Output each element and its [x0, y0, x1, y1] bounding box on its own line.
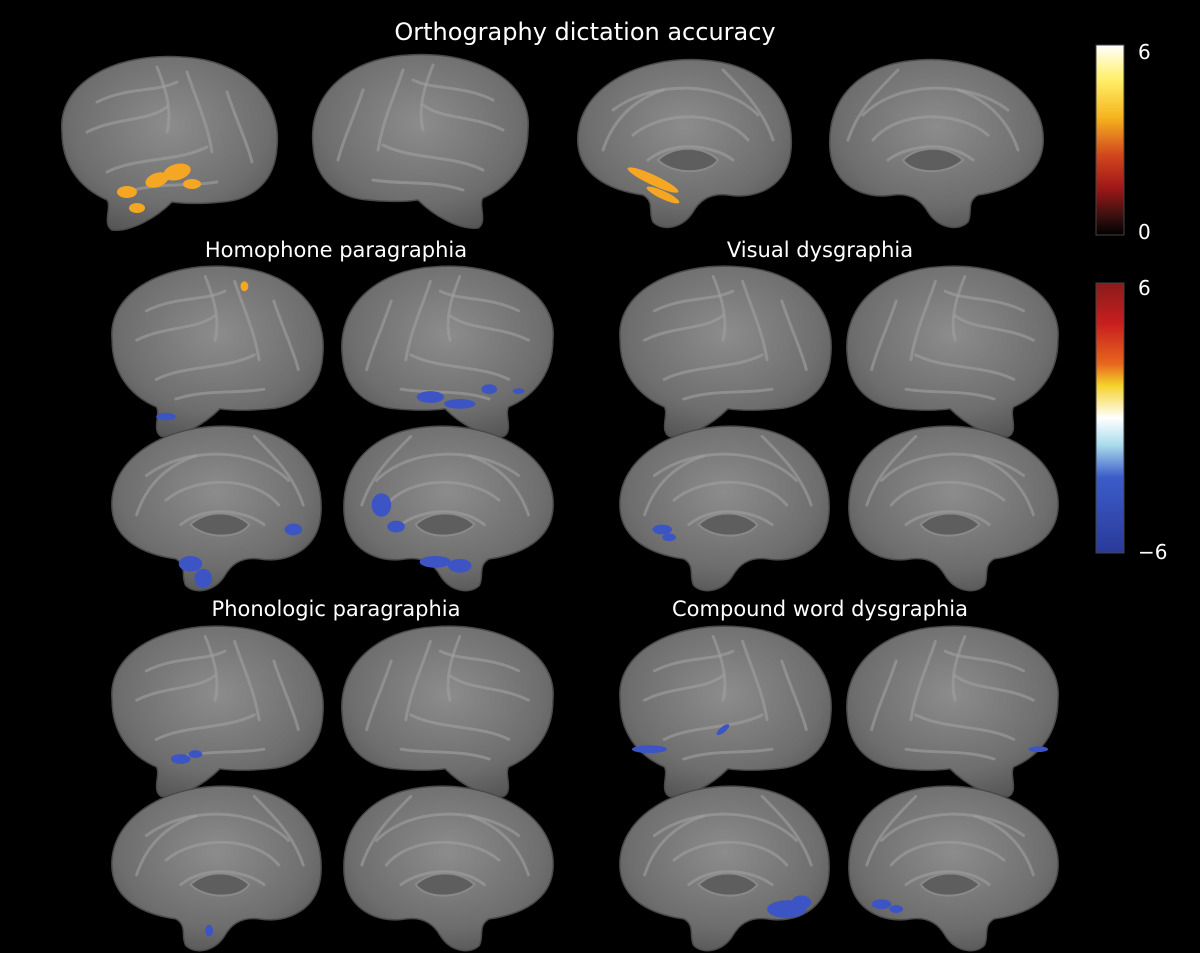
brain-homophone-left-lateral-activation-1: [240, 281, 249, 292]
brain-visual-left-medial-activation-2: [662, 533, 676, 542]
title-orthography-dictation-accuracy: Orthography dictation accuracy: [394, 18, 776, 46]
brain-compound-left-medial-activation-2: [791, 895, 812, 910]
brain-orthography-left-lateral-activation-3: [117, 186, 137, 198]
brain-homophone-right-medial: [343, 425, 554, 592]
brain-phonologic-left-medial: [111, 785, 322, 952]
brain-orthography-left-medial: [577, 58, 793, 229]
brain-homophone-right-lateral-activation-4: [512, 388, 525, 395]
brain-homophone-left-medial-activation-1: [178, 555, 203, 572]
title-compound-word-dysgraphia: Compound word dysgraphia: [672, 597, 968, 621]
brain-compound-right-medial-activation-2: [889, 905, 904, 914]
brain-orthography-right-lateral: [311, 53, 529, 229]
brain-homophone-right-medial-activation-1: [371, 493, 392, 517]
brain-phonologic-right-medial: [343, 785, 554, 952]
colorbar-bipolar-max-label: 6: [1138, 276, 1151, 300]
brain-homophone-right-medial-activation-4: [419, 555, 451, 568]
colorbar-bipolar: [1095, 282, 1125, 554]
title-visual-dysgraphia: Visual dysgraphia: [726, 238, 914, 262]
brain-phonologic-right-lateral: [341, 625, 554, 798]
brain-compound-left-lateral-activation-1: [631, 745, 668, 754]
colorbar-bipolar-min-label: −6: [1138, 540, 1168, 564]
brain-visual-right-lateral: [846, 265, 1059, 438]
brain-visual-left-medial: [619, 425, 830, 592]
brain-visual-left-medial-activation-1: [652, 524, 673, 535]
brain-orthography-left-medial-activation-1: [627, 167, 679, 193]
brain-compound-left-medial: [619, 785, 830, 952]
brain-orthography-left-lateral-activation-4: [129, 203, 145, 213]
brain-visual-right-medial: [848, 425, 1059, 592]
brain-homophone-right-medial-activation-3: [448, 558, 472, 573]
brain-compound-right-medial: [848, 785, 1059, 952]
brain-homophone-right-lateral-activation-2: [416, 391, 445, 403]
brain-homophone-right-lateral-activation-1: [444, 399, 476, 409]
brain-compound-right-lateral-activation-1: [1028, 746, 1049, 753]
brain-homophone-left-medial-activation-3: [284, 523, 303, 536]
brain-visual-left-lateral: [619, 265, 832, 438]
brain-compound-left-lateral: [619, 625, 832, 798]
colorbar-positive-min-label: 0: [1138, 220, 1151, 244]
brain-compound-left-lateral-activation-2: [716, 724, 730, 736]
brain-phonologic-left-lateral-activation-1: [170, 754, 191, 764]
brain-orthography-left-medial-activation-2: [646, 186, 680, 204]
brain-orthography-left-lateral-activation-2: [145, 172, 169, 188]
brain-homophone-left-lateral: [111, 265, 324, 438]
brain-phonologic-left-lateral-activation-2: [188, 750, 203, 759]
brain-phonologic-left-lateral: [111, 625, 324, 798]
brain-compound-right-medial-activation-1: [871, 899, 892, 910]
brain-orthography-left-lateral: [61, 55, 279, 231]
brain-orthography-left-lateral-activation-1: [163, 163, 191, 181]
brain-phonologic-left-medial-activation-1: [205, 924, 214, 937]
brain-homophone-left-medial-activation-2: [194, 568, 213, 589]
brain-orthography-right-medial: [828, 58, 1044, 229]
brain-orthography-left-lateral-activation-5: [183, 179, 201, 189]
title-phonologic-paragraphia: Phonologic paragraphia: [211, 597, 461, 621]
title-homophone-paragraphia: Homophone paragraphia: [204, 238, 468, 262]
brain-homophone-left-medial: [111, 425, 322, 592]
brain-homophone-right-lateral: [341, 265, 554, 438]
brain-compound-right-lateral: [846, 625, 1059, 798]
colorbar-positive-max-label: 6: [1138, 40, 1151, 64]
colorbar-positive: [1095, 44, 1125, 236]
brain-homophone-right-medial-activation-2: [387, 520, 405, 533]
brain-homophone-right-lateral-activation-3: [481, 384, 498, 395]
brain-homophone-left-lateral-activation-2: [156, 412, 176, 421]
